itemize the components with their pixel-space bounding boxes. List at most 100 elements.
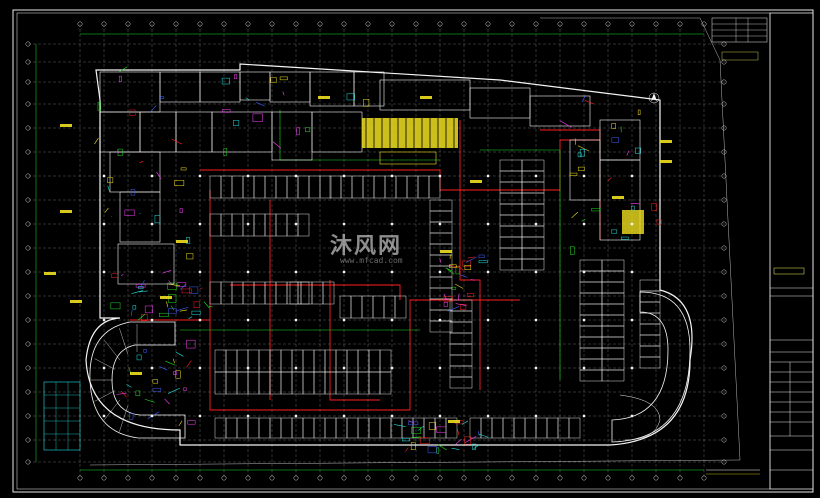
mep-line bbox=[156, 171, 162, 179]
axis-bubble bbox=[25, 149, 31, 155]
mep-line bbox=[159, 366, 168, 371]
mep-line bbox=[455, 283, 464, 289]
structural-column bbox=[102, 222, 106, 226]
parking-stall bbox=[236, 417, 249, 439]
mep-fixture bbox=[569, 172, 578, 176]
parking-stall bbox=[291, 417, 304, 439]
parking-stall bbox=[231, 213, 244, 237]
red-route bbox=[209, 190, 520, 411]
red-route bbox=[459, 120, 481, 390]
parking-stall bbox=[521, 192, 545, 205]
structural-column bbox=[438, 174, 442, 178]
tag-label-block bbox=[440, 250, 452, 253]
mep-line bbox=[473, 444, 480, 449]
axis-bubble bbox=[413, 21, 419, 27]
structural-column bbox=[150, 270, 154, 274]
mep-fixture bbox=[419, 437, 431, 444]
parking-stall bbox=[449, 310, 473, 323]
parking-stall bbox=[639, 312, 661, 325]
structural-column bbox=[390, 222, 394, 226]
room bbox=[309, 71, 355, 107]
parking-stall bbox=[384, 175, 397, 199]
mep-fixture bbox=[221, 109, 231, 113]
parking-stall bbox=[390, 417, 403, 439]
axis-bubble bbox=[629, 475, 635, 481]
structural-column bbox=[630, 318, 634, 322]
axis-bubble bbox=[25, 365, 31, 371]
structural-column bbox=[390, 318, 394, 322]
parking-stall bbox=[601, 358, 625, 371]
structural-column bbox=[294, 174, 298, 178]
axis-bubble bbox=[721, 79, 727, 85]
parking-stall bbox=[521, 247, 545, 260]
axis-bubble bbox=[721, 125, 727, 131]
axis-bubble bbox=[629, 21, 635, 27]
parking-stall bbox=[521, 214, 545, 227]
structural-column bbox=[342, 270, 346, 274]
ramp-rib bbox=[94, 358, 115, 370]
structural-column bbox=[342, 366, 346, 370]
parking-stall bbox=[242, 175, 255, 199]
parking-stall bbox=[579, 292, 603, 305]
axis-bubble bbox=[533, 475, 539, 481]
mep-fixture bbox=[651, 203, 657, 211]
axis-bubble bbox=[389, 21, 395, 27]
parking-stall bbox=[449, 332, 473, 345]
parking-stall bbox=[521, 159, 545, 172]
inner-frame bbox=[16, 12, 771, 490]
parking-stall bbox=[351, 175, 364, 199]
mep-fixture bbox=[160, 96, 165, 99]
axis-bubble bbox=[437, 475, 443, 481]
tag-label-block bbox=[420, 96, 432, 99]
axis-bubble bbox=[25, 125, 31, 131]
structural-column bbox=[342, 318, 346, 322]
tag-label-block bbox=[130, 372, 142, 375]
axis-bubble bbox=[653, 21, 659, 27]
parking-stall bbox=[324, 371, 337, 395]
parking-stall bbox=[639, 301, 661, 314]
mep-line bbox=[130, 309, 133, 317]
mep-line bbox=[418, 425, 424, 431]
structural-column bbox=[486, 366, 490, 370]
axis-bubble bbox=[461, 475, 467, 481]
parking-stall bbox=[429, 276, 453, 289]
structural-column bbox=[534, 222, 538, 226]
structural-column bbox=[534, 414, 538, 418]
structural-column bbox=[294, 318, 298, 322]
axis-bubble bbox=[317, 475, 323, 481]
axis-bubble bbox=[25, 173, 31, 179]
axis-bubble bbox=[701, 475, 707, 481]
axis-bubble bbox=[221, 21, 227, 27]
mep-fixture bbox=[363, 98, 370, 107]
mep-fixture bbox=[410, 442, 416, 450]
structural-column bbox=[582, 366, 586, 370]
parking-stall bbox=[480, 417, 493, 439]
mep-fixture bbox=[455, 266, 460, 275]
structural-column bbox=[150, 366, 154, 370]
axis-bubble bbox=[25, 341, 31, 347]
axis-bubble bbox=[389, 475, 395, 481]
parking-stall bbox=[214, 349, 227, 373]
mep-line bbox=[451, 447, 460, 450]
parking-stall bbox=[579, 303, 603, 316]
mep-line bbox=[120, 274, 124, 277]
room bbox=[211, 111, 273, 153]
axis-bubble bbox=[173, 21, 179, 27]
mep-fixture bbox=[154, 215, 161, 224]
mep-line bbox=[164, 398, 170, 405]
mep-fixture bbox=[110, 302, 121, 310]
room bbox=[469, 87, 531, 119]
mep-line bbox=[117, 149, 119, 154]
mep-line bbox=[445, 267, 453, 272]
room bbox=[311, 111, 363, 153]
parking-stall bbox=[429, 199, 453, 212]
axis-bubble bbox=[721, 149, 727, 155]
axis-bubble bbox=[341, 21, 347, 27]
mep-line bbox=[461, 420, 469, 425]
mep-line bbox=[118, 66, 128, 73]
mep-line bbox=[138, 290, 148, 293]
room bbox=[529, 95, 591, 127]
mep-fixture bbox=[223, 148, 228, 156]
structural-column bbox=[390, 414, 394, 418]
parking-stall bbox=[429, 320, 453, 333]
